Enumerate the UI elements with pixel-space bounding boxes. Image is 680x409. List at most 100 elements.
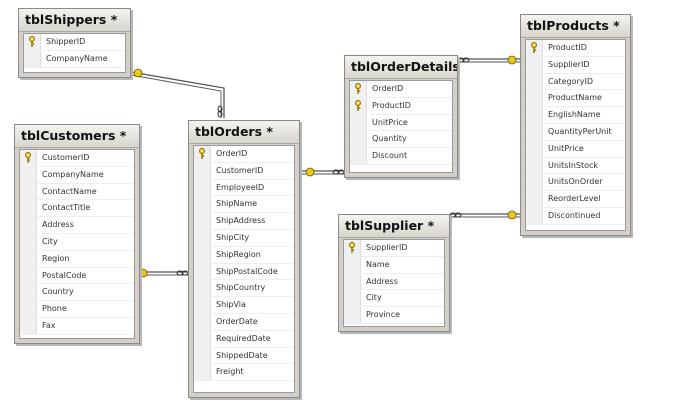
column-row[interactable]: PostalCode xyxy=(20,267,134,285)
column-row[interactable]: QuantityPerUnit xyxy=(526,123,625,141)
column-row[interactable]: ContactTitle xyxy=(20,200,134,218)
column-row[interactable]: OrderID xyxy=(194,146,294,163)
column-row[interactable]: EmployeeID xyxy=(194,179,294,197)
row-selector[interactable] xyxy=(24,34,41,50)
table-title[interactable]: tblCustomers * xyxy=(15,125,139,148)
row-selector[interactable] xyxy=(194,146,211,162)
column-row[interactable]: UnitPrice xyxy=(526,140,625,158)
column-row[interactable]: ShipName xyxy=(194,196,294,214)
row-selector[interactable] xyxy=(350,97,367,114)
column-row[interactable]: ShipVia xyxy=(194,297,294,314)
row-selector[interactable] xyxy=(20,301,37,317)
column-row[interactable]: ContactName xyxy=(20,183,134,201)
row-selector[interactable] xyxy=(20,183,37,200)
column-row[interactable]: Name xyxy=(344,256,444,274)
row-selector[interactable] xyxy=(194,313,211,330)
row-selector[interactable] xyxy=(20,217,37,233)
column-row[interactable]: UnitPrice xyxy=(350,114,452,132)
row-selector[interactable] xyxy=(344,290,361,307)
row-selector[interactable] xyxy=(194,246,211,263)
row-selector[interactable] xyxy=(194,347,211,364)
table-title[interactable]: tblShippers * xyxy=(19,9,130,32)
column-row[interactable]: Discontinued xyxy=(526,207,625,225)
row-selector[interactable] xyxy=(526,191,543,207)
column-row[interactable]: City xyxy=(344,290,444,308)
column-row[interactable]: ShippedDate xyxy=(194,347,294,365)
row-selector[interactable] xyxy=(20,233,37,250)
table-title[interactable]: tblSupplier * xyxy=(339,215,449,238)
column-row[interactable]: CompanyName xyxy=(24,50,125,68)
column-row[interactable]: ProductName xyxy=(526,90,625,108)
column-row[interactable]: Province xyxy=(344,307,444,324)
column-row[interactable]: Address xyxy=(344,273,444,291)
row-selector[interactable] xyxy=(350,81,367,97)
column-row[interactable]: CategoryID xyxy=(526,73,625,91)
column-row[interactable]: ShipperID xyxy=(24,34,125,51)
column-row[interactable]: ShipAddress xyxy=(194,213,294,230)
column-row[interactable]: City xyxy=(20,233,134,251)
column-row[interactable]: ShipCountry xyxy=(194,280,294,298)
column-row[interactable]: OrderDate xyxy=(194,313,294,331)
row-selector[interactable] xyxy=(344,256,361,273)
row-selector[interactable] xyxy=(194,162,211,179)
column-row[interactable]: UnitsOnOrder xyxy=(526,174,625,192)
column-row[interactable]: SupplierID xyxy=(526,56,625,74)
row-selector[interactable] xyxy=(20,250,37,267)
row-selector[interactable] xyxy=(20,150,37,166)
column-row[interactable]: UnitsInStock xyxy=(526,157,625,175)
row-selector[interactable] xyxy=(526,107,543,123)
row-selector[interactable] xyxy=(526,123,543,140)
column-row[interactable]: ProductID xyxy=(526,40,625,57)
column-row[interactable]: Discount xyxy=(350,148,452,165)
row-selector[interactable] xyxy=(526,56,543,73)
row-selector[interactable] xyxy=(20,200,37,217)
column-row[interactable]: ShipPostalCode xyxy=(194,263,294,281)
row-selector[interactable] xyxy=(20,166,37,183)
row-selector[interactable] xyxy=(526,174,543,191)
row-selector[interactable] xyxy=(20,267,37,284)
column-row[interactable]: ProductID xyxy=(350,97,452,115)
table-title[interactable]: tblProducts * xyxy=(521,15,630,38)
row-selector[interactable] xyxy=(194,330,211,347)
column-row[interactable]: SupplierID xyxy=(344,240,444,257)
row-selector[interactable] xyxy=(344,273,361,290)
column-row[interactable]: Region xyxy=(20,250,134,268)
table-title[interactable]: tblOrderDetails xyxy=(345,56,457,79)
row-selector[interactable] xyxy=(20,317,37,334)
column-row[interactable]: OrderID xyxy=(350,81,452,98)
column-row[interactable]: ReorderLevel xyxy=(526,191,625,208)
column-row[interactable]: Quantity xyxy=(350,131,452,149)
column-row[interactable]: Country xyxy=(20,284,134,302)
column-row[interactable]: Phone xyxy=(20,301,134,318)
row-selector[interactable] xyxy=(526,73,543,90)
row-selector[interactable] xyxy=(526,90,543,107)
row-selector[interactable] xyxy=(194,263,211,280)
row-selector[interactable] xyxy=(350,131,367,148)
column-row[interactable]: CustomerID xyxy=(194,162,294,180)
column-row[interactable]: ShipCity xyxy=(194,229,294,247)
row-selector[interactable] xyxy=(194,229,211,246)
row-selector[interactable] xyxy=(194,364,211,381)
row-selector[interactable] xyxy=(344,240,361,256)
row-selector[interactable] xyxy=(526,157,543,174)
row-selector[interactable] xyxy=(526,207,543,224)
row-selector[interactable] xyxy=(194,196,211,213)
column-row[interactable]: CompanyName xyxy=(20,166,134,184)
row-selector[interactable] xyxy=(24,50,41,67)
row-selector[interactable] xyxy=(526,40,543,56)
column-row[interactable]: Fax xyxy=(20,317,134,335)
row-selector[interactable] xyxy=(194,213,211,229)
row-selector[interactable] xyxy=(344,307,361,323)
row-selector[interactable] xyxy=(20,284,37,301)
row-selector[interactable] xyxy=(350,148,367,164)
row-selector[interactable] xyxy=(194,297,211,313)
column-row[interactable]: Address xyxy=(20,217,134,234)
row-selector[interactable] xyxy=(526,140,543,157)
column-row[interactable]: Freight xyxy=(194,364,294,382)
row-selector[interactable] xyxy=(194,179,211,196)
